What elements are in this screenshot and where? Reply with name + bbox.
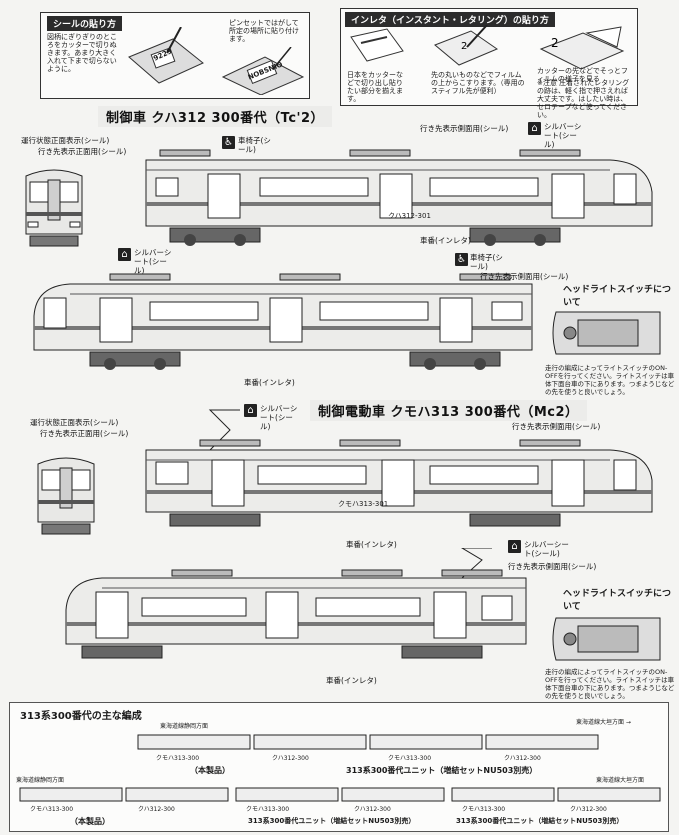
tc-side-view-reverse (33, 273, 533, 370)
tc-front-view (25, 169, 83, 247)
headlight-switch-diagram-1 (552, 311, 661, 355)
inleta-step4: ※注意 圧着されたレタリングの跡は、軽く指で押さえれば大丈夫です。はしたい時は、… (537, 79, 630, 119)
inleta-rub-illustration: 2 (434, 25, 499, 66)
inleta-instructions: インレタ（インスタント・レタリング）の貼り方 日本をカッターなどで切り出し貼りた… (340, 8, 638, 119)
inleta-step3: カッターの先などでそっとフィルムの様子を見る (537, 67, 628, 83)
headlight-switch-note-2: 走行の編成によってライトスイッチのON-OFFを行ってください。ライトスイッチは… (545, 668, 675, 700)
tc-number-plate: クハ312-301 (388, 212, 431, 220)
formation-title: 313系300番代の主な編成 (20, 711, 142, 722)
mc-front-dest-label: 行き先表示正面用(シール) (40, 429, 129, 438)
inleta-step1: 日本をカッターなどで切り出し貼りたい部分を揃えます。 (347, 71, 403, 103)
row2-left-direction: 東海道線静岡方面 (16, 777, 65, 784)
mc-silver-seat-label-2: シルバーシート(シール) (524, 540, 569, 558)
row1-caption-left: （本製品） (190, 766, 230, 775)
row1-train (137, 734, 599, 750)
mc-side-dest-label-2: 行き先表示側面用(シール) (508, 562, 597, 571)
row2-train (19, 787, 661, 802)
mc-car-number-label-2: 車番(インレタ) (326, 676, 377, 685)
row2-car-5: クモハ313-300 (462, 806, 506, 813)
row2-caption-left: （本製品） (70, 817, 110, 826)
mc-side-view (145, 409, 653, 527)
wheelchair-icon: ♿ (222, 136, 235, 149)
row1-right-direction: 東海道線大垣方面 → (576, 719, 631, 726)
silver-seat-icon: ⌂ (528, 122, 541, 135)
tweezer-illustration (221, 47, 305, 95)
mc-side-dest-label: 行き先表示側面用(シール) (512, 422, 601, 431)
inleta-instructions-title: インレタ（インスタント・レタリング）の貼り方 (345, 12, 555, 27)
tc-side-dest-label-2: 行き先表示側面用(シール) (480, 272, 569, 281)
row2-car-4: クハ312-300 (354, 806, 391, 813)
row2-car-6: クハ312-300 (570, 806, 607, 813)
silver-seat-icon-2: ⌂ (118, 248, 131, 261)
sticker-instructions-title: シールの貼り方 (47, 16, 123, 31)
mc-silver-seat-label: シルバーシート(シール) (260, 404, 298, 431)
mc-front-view (37, 457, 95, 535)
row1-car-2: クハ312-300 (272, 755, 309, 762)
section2-title: 制御電動車 クモハ313 300番代（Mc2） (310, 400, 587, 421)
section1-title: 制御車 クハ312 300番代（Tc'2） (98, 106, 333, 127)
tc-silver-seat-label-2: シルバーシート(シール) (134, 248, 172, 275)
wheelchair-icon-2: ♿ (455, 253, 468, 266)
row1-car-4: クハ312-300 (504, 755, 541, 762)
inleta-step2: 先の丸いものなどでフィルムの上からこすります。（専用のスティフル先が便利） (431, 71, 525, 95)
mc-side-view-reverse (65, 548, 527, 659)
tc-side-dest-label: 行き先表示側面用(シール) (420, 124, 509, 133)
headlight-switch-title-2: ヘッドライトスイッチについて (563, 589, 672, 612)
tc-car-number-label-2: 車番(インレタ) (244, 378, 295, 387)
tc-wheelchair-label: 車椅子(シール) (238, 136, 271, 154)
svg-text:2: 2 (461, 41, 467, 52)
tc-front-display-label: 運行状態正面表示(シール) (21, 136, 110, 145)
tc-wheelchair-label-2: 車椅子(シール) (470, 253, 503, 271)
silver-seat-icon-3: ⌂ (244, 404, 257, 417)
tc-front-dest-label: 行き先表示正面用(シール) (38, 147, 127, 156)
tc-silver-seat-label: シルバーシート(シール) (544, 122, 582, 149)
inleta-peel-illustration: 2 (539, 26, 625, 70)
row1-car-3: クモハ313-300 (388, 755, 432, 762)
mc-car-number-label: 車番(インレタ) (346, 540, 397, 549)
inleta-sheet-illustration (350, 28, 404, 62)
silver-seat-icon-4: ⌂ (508, 540, 521, 553)
cutting-illustration (128, 27, 204, 84)
row2-caption-right: 313系300番代ユニット（増結セットNU503別売） (456, 817, 624, 825)
row2-right-direction: 東海道線大垣方面 (596, 777, 645, 784)
headlight-switch-diagram-2 (552, 617, 661, 661)
svg-text:2: 2 (551, 36, 559, 50)
mc-number-plate: クモハ313-301 (338, 500, 389, 508)
row1-car-1: クモハ313-300 (156, 755, 200, 762)
tc-side-view (145, 149, 653, 246)
sticker-step1: 図柄にぎりぎりのところをカッターで切りぬきます。あまり大きく入れて下まで切らない… (47, 33, 117, 73)
tc-car-number-label: 車番(インレタ) (420, 236, 471, 245)
headlight-switch-note-1: 走行の編成によってライトスイッチのON-OFFを行ってください。ライトスイッチは… (545, 364, 675, 396)
row2-caption-mid: 313系300番代ユニット（増結セットNU503別売） (248, 817, 416, 825)
sticker-step2: ピンセットではがして所定の場所に貼り付けます。 (229, 19, 299, 43)
row1-caption-right: 313系300番代ユニット（増結セットNU503別売） (346, 766, 538, 775)
row2-car-1: クモハ313-300 (30, 806, 74, 813)
formation-box: 313系300番代の主な編成 東海道線静岡方面 東海道線大垣方面 → クモハ31… (9, 702, 669, 832)
mc-front-display-label: 運行状態正面表示(シール) (30, 418, 119, 427)
row2-car-2: クハ312-300 (138, 806, 175, 813)
sticker-instructions: シールの貼り方 図柄にぎりぎりのところをカッターで切りぬきます。あまり大きく入れ… (40, 12, 310, 99)
row1-left-direction: 東海道線静岡方面 (160, 723, 209, 730)
headlight-switch-title-1: ヘッドライトスイッチについて (563, 285, 672, 308)
row2-car-3: クモハ313-300 (246, 806, 290, 813)
